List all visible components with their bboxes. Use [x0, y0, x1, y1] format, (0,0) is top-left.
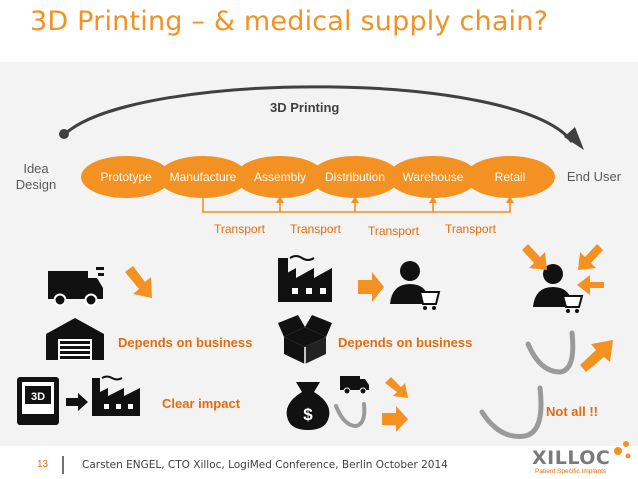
- xilloc-logo-icon: [614, 441, 631, 459]
- arrow-right: [382, 406, 408, 432]
- transport-label-3: Transport: [368, 224, 419, 238]
- step-assembly: Assembly: [253, 170, 306, 184]
- step-manufacture: Manufacture: [169, 170, 237, 184]
- transport-label-4: Transport: [445, 222, 496, 236]
- step-bubble-retail: [465, 156, 555, 198]
- arc-start-dot: [59, 129, 69, 139]
- step-bubble-warehouse: [388, 156, 478, 198]
- factory-icon: [278, 255, 332, 302]
- end-node-end-user: End User: [566, 169, 622, 184]
- step-bubble-manufacture: [158, 156, 248, 198]
- truck-icon-small: [340, 376, 369, 395]
- money-bag-icon: $: [286, 382, 330, 430]
- end-user-with-cart-icon: [533, 264, 584, 313]
- step-warehouse: Warehouse: [402, 170, 464, 184]
- arrow-down-left: [578, 244, 603, 270]
- slide-title: 3D Printing – & medical supply chain?: [30, 6, 549, 37]
- truck-icon: [48, 267, 104, 307]
- transport-arrowheads: [276, 196, 514, 203]
- implant-image: [525, 330, 576, 375]
- start-node-line-2: Design: [15, 177, 57, 192]
- arrow-down-right: [385, 377, 408, 398]
- depends-on-business-label-2: Depends on business: [338, 335, 473, 350]
- 3d-printing-arc: [65, 85, 574, 143]
- 3d-printer-icon: 3D: [17, 377, 59, 425]
- arrow-right: [358, 272, 384, 302]
- implant-image-small: [334, 402, 367, 429]
- logo-name: XILLOC: [532, 447, 611, 469]
- factory-icon-small: [92, 375, 140, 416]
- person-with-cart-icon: [390, 261, 441, 310]
- printer-3d-label: 3D: [31, 391, 45, 403]
- depends-on-business-label-1: Depends on business: [118, 335, 253, 350]
- arc-label: 3D Printing: [270, 100, 340, 115]
- step-prototype: Prototype: [100, 170, 152, 184]
- arrow-down-right: [125, 266, 152, 298]
- page-number: 13: [37, 459, 49, 470]
- implant-image-large: [479, 385, 544, 439]
- step-retail: Retail: [494, 170, 526, 184]
- start-node-idea-design: Idea Design: [10, 161, 62, 193]
- start-node-line-1: Idea: [23, 161, 49, 176]
- arrow-down-right: [522, 244, 547, 270]
- transport-label-2: Transport: [290, 222, 341, 236]
- step-bubble-assembly: [235, 156, 325, 198]
- arrow-up-right: [580, 340, 613, 372]
- transport-label-1: Transport: [214, 222, 265, 236]
- open-box-icon: [278, 315, 332, 364]
- logo-tagline: Patient Specific Implants: [535, 468, 607, 475]
- warehouse-icon: [46, 318, 104, 360]
- not-all-label: Not all !!: [546, 404, 598, 419]
- step-bubble-prototype: [81, 156, 171, 198]
- footer-text: Carsten ENGEL, CTO Xilloc, LogiMed Confe…: [82, 459, 448, 471]
- arrow-left: [577, 275, 604, 295]
- arc-end-arrowhead: [564, 127, 584, 150]
- step-distribution: Distribution: [324, 170, 386, 184]
- dollar-label: $: [303, 405, 313, 424]
- arrow-right-small: [66, 393, 88, 411]
- clear-impact-label: Clear impact: [162, 396, 241, 411]
- step-bubble-distribution: [310, 156, 400, 198]
